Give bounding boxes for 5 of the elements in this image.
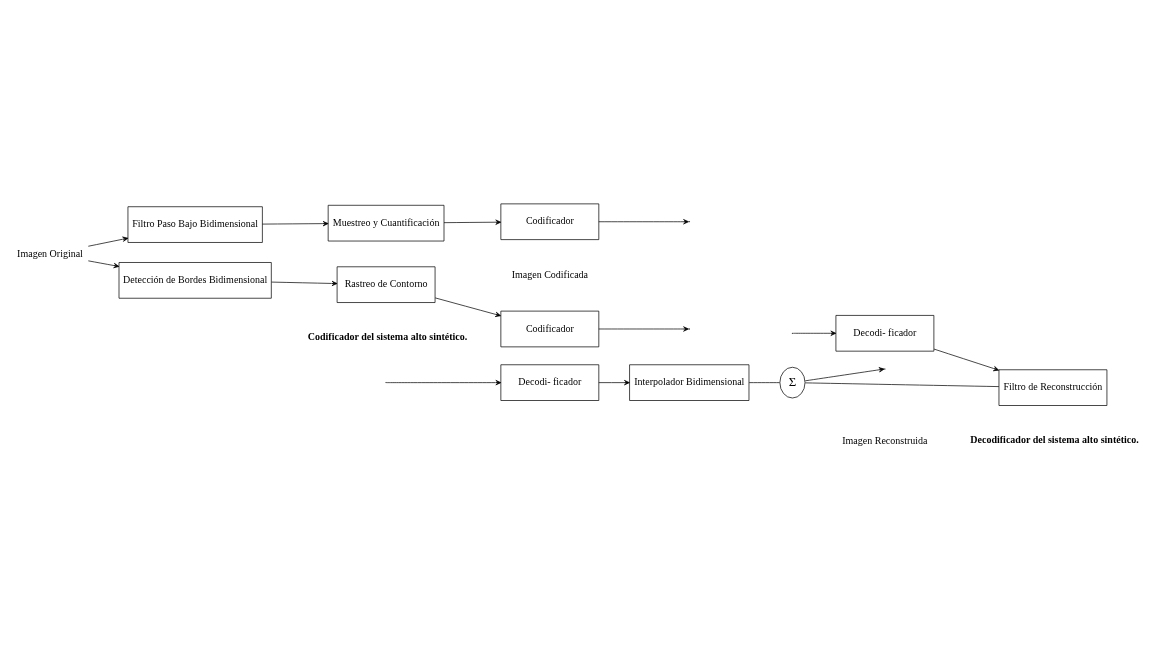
node-text: Imagen Original bbox=[17, 247, 83, 259]
label: Codificador del sistema alto sintético. bbox=[307, 330, 468, 342]
label: Imagen Codificada bbox=[511, 268, 589, 280]
label: Imagen Reconstruida bbox=[842, 434, 928, 446]
label: Decodificador del sistema alto sintético. bbox=[970, 433, 1139, 445]
